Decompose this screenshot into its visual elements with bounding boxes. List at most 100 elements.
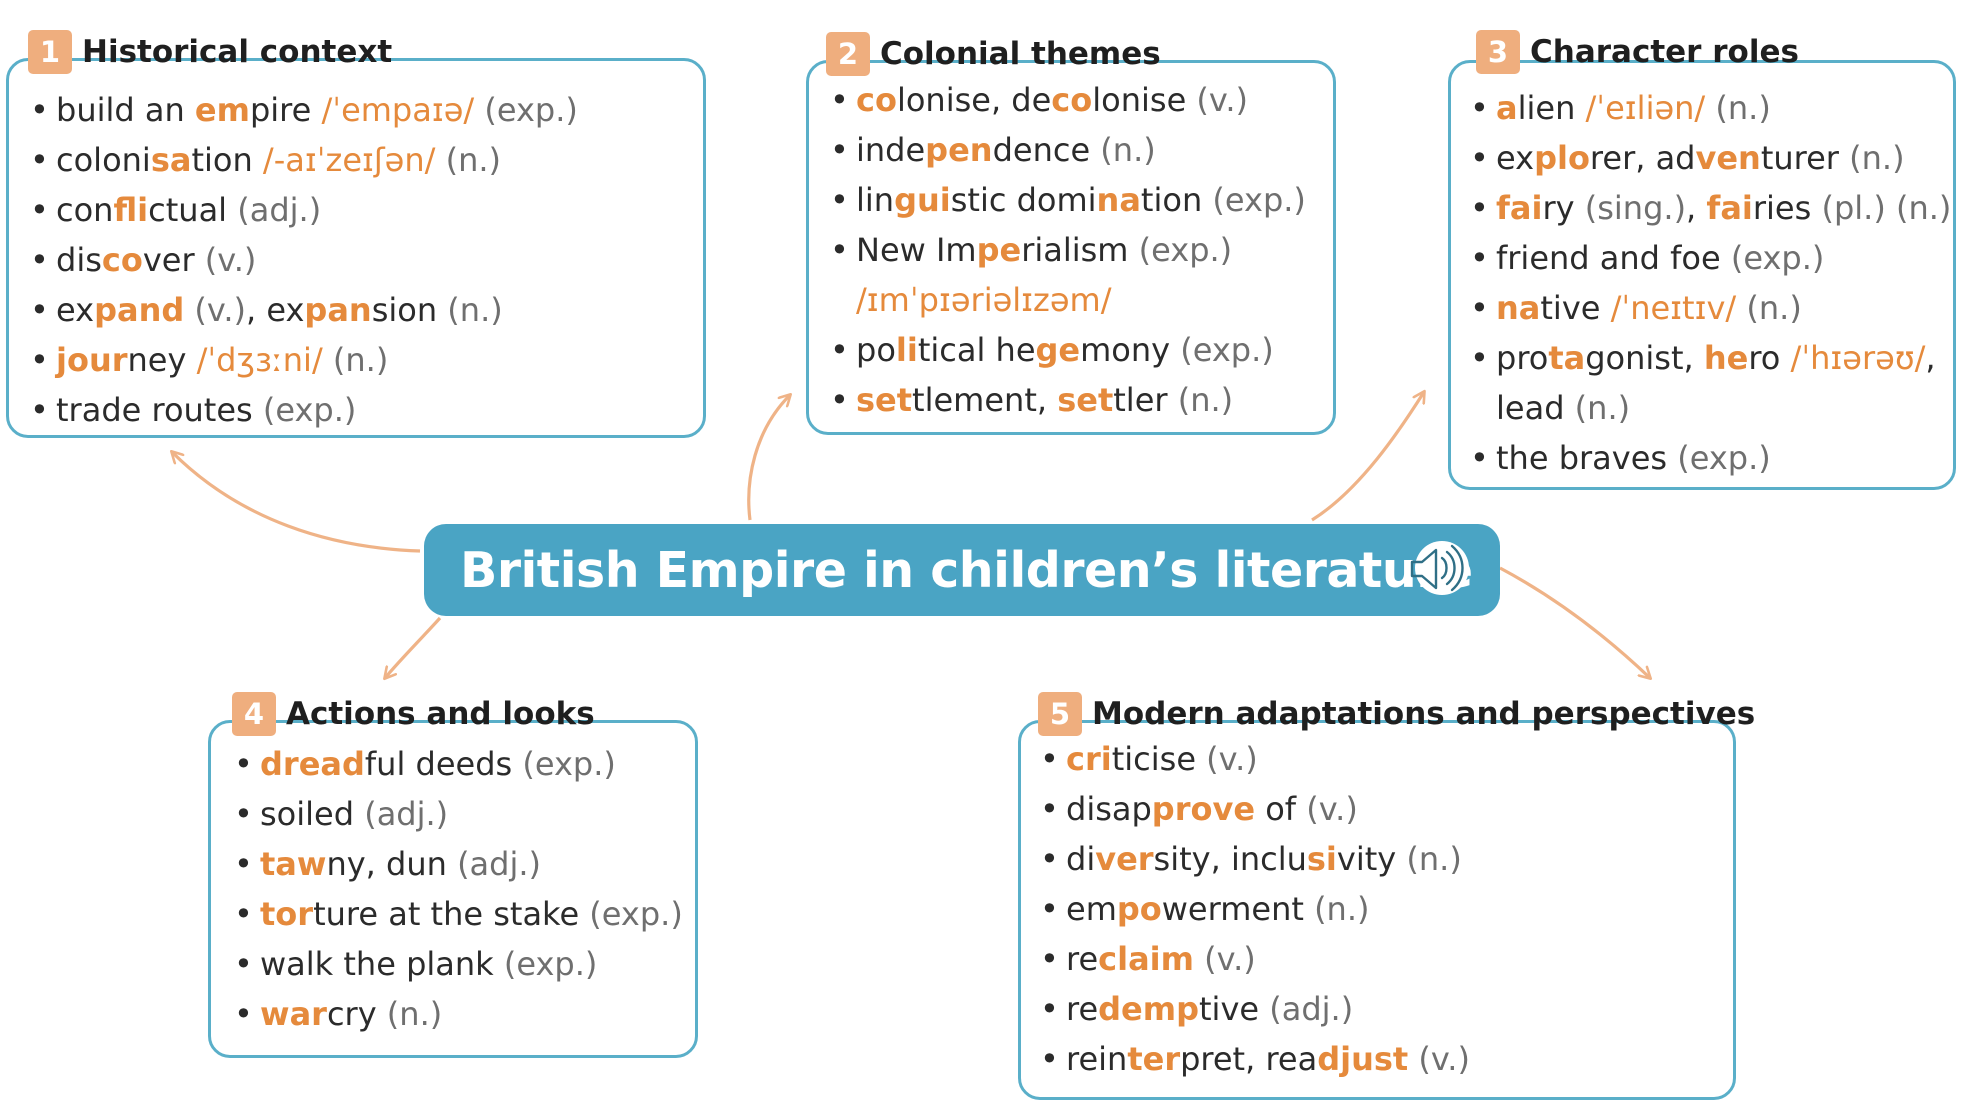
- word-text: di: [1066, 840, 1096, 878]
- word-text: disap: [1066, 790, 1152, 828]
- grammar-tag: (n.): [1849, 139, 1905, 177]
- stress-highlight: plo: [1534, 139, 1590, 177]
- stress-highlight: war: [260, 995, 327, 1033]
- stress-highlight: djust: [1317, 1040, 1409, 1078]
- vocabulary-item: criticise (v.): [1038, 734, 1470, 784]
- word-text: [1408, 1040, 1418, 1078]
- stress-highlight: ter: [1127, 1040, 1181, 1078]
- stress-highlight: set: [856, 381, 913, 419]
- word-text: cry: [326, 995, 387, 1033]
- vocabulary-item: discover (v.): [28, 235, 578, 285]
- section-title: Colonial themes: [880, 36, 1161, 72]
- word-text: tive: [1199, 990, 1270, 1028]
- stress-highlight: set: [1057, 381, 1114, 419]
- vocabulary-item: walk the plank (exp.): [232, 939, 683, 989]
- pronunciation: /ɪmˈpɪəriəlɪzəm/: [856, 281, 1112, 319]
- grammar-tag: (n.): [1406, 840, 1462, 878]
- grammar-tag: (v.): [1306, 790, 1358, 828]
- vocabulary-item: native /ˈneɪtɪv/ (n.): [1468, 283, 1951, 333]
- section-actions-and-looks: 4 Actions and looks dreadful deeds (exp.…: [208, 676, 698, 1086]
- grammar-tag: (n.): [1100, 131, 1156, 169]
- section-number-badge: 2: [826, 32, 870, 76]
- vocabulary-item: explorer, adventurer (n.): [1468, 133, 1951, 183]
- vocabulary-item: tawny, dun (adj.): [232, 839, 683, 889]
- stress-highlight: na: [1496, 289, 1541, 327]
- word-text: the braves: [1496, 439, 1678, 477]
- grammar-tag: (v.): [1204, 940, 1256, 978]
- word-text: stic domi: [950, 181, 1097, 219]
- word-text: ex: [1496, 139, 1535, 177]
- vocabulary-item: warcry (n.): [232, 989, 683, 1039]
- grammar-tag: (sing.): [1584, 189, 1687, 227]
- stress-highlight: a: [1496, 89, 1518, 127]
- pronunciation: /ˈdʒɜːni/: [196, 341, 323, 379]
- grammar-tag: (n.): [1177, 381, 1234, 419]
- grammar-tag: (v.): [204, 241, 257, 279]
- word-text: , ex: [246, 291, 305, 329]
- pronunciation: /ˈempaɪə/: [321, 91, 475, 129]
- grammar-tag: (exp.): [1212, 181, 1306, 219]
- word-text: lin: [856, 181, 895, 219]
- grammar-tag: (pl.) (n.): [1821, 189, 1952, 227]
- vocabulary-item: New Imperialism (exp.)/ɪmˈpɪəriəlɪzəm/: [828, 225, 1306, 325]
- word-text: [184, 291, 194, 329]
- word-text: vity: [1336, 840, 1407, 878]
- word-text: inde: [856, 131, 926, 169]
- pronunciation: /-aɪˈzeɪʃən/: [262, 141, 436, 179]
- section-title: Character roles: [1530, 34, 1799, 70]
- stress-highlight: fli: [113, 191, 149, 229]
- stress-highlight: pen: [925, 131, 993, 169]
- word-text: dence: [992, 131, 1101, 169]
- word-text: rer, ad: [1589, 139, 1696, 177]
- grammar-tag: (adj.): [237, 191, 322, 229]
- word-text: em: [1066, 890, 1117, 928]
- grammar-tag: (exp.): [503, 945, 598, 983]
- grammar-tag: (exp.): [1730, 239, 1825, 277]
- word-text: gonist,: [1585, 339, 1704, 377]
- section-number-badge: 1: [28, 30, 72, 74]
- vocabulary-item: redemptive (adj.): [1038, 984, 1470, 1034]
- grammar-tag: (n.): [435, 141, 502, 179]
- stress-highlight: pand: [94, 291, 185, 329]
- stress-highlight: em: [194, 91, 250, 129]
- word-text: sity, inclu: [1153, 840, 1307, 878]
- vocabulary-item: conflictual (adj.): [28, 185, 578, 235]
- speaker-icon[interactable]: [1404, 534, 1478, 606]
- stress-highlight: fai: [1496, 189, 1543, 227]
- vocabulary-item: friend and foe (exp.): [1468, 233, 1951, 283]
- word-text: sion: [371, 291, 448, 329]
- word-text: of: [1255, 790, 1307, 828]
- word-text: ctual: [148, 191, 238, 229]
- stress-highlight: pe: [976, 231, 1022, 269]
- pronunciation: /ˈneɪtɪv/: [1610, 289, 1737, 327]
- stress-highlight: fai: [1706, 189, 1753, 227]
- stress-highlight: he: [1703, 339, 1749, 377]
- word-text: pret, rea: [1180, 1040, 1318, 1078]
- section-modern-adaptations: 5 Modern adaptations and perspectives cr…: [1018, 676, 1755, 1100]
- grammar-tag: (n.): [447, 291, 503, 329]
- word-text: walk the plank: [260, 945, 504, 983]
- stress-highlight: co: [101, 241, 143, 279]
- word-text: mony: [1080, 331, 1181, 369]
- word-text: ful deeds: [364, 745, 523, 783]
- grammar-tag: (adj.): [364, 795, 449, 833]
- vocabulary-item: fairy (sing.), fairies (pl.) (n.): [1468, 183, 1951, 233]
- word-text: tive: [1540, 289, 1611, 327]
- section-title: Historical context: [82, 34, 393, 70]
- vocabulary-item: the braves (exp.): [1468, 433, 1951, 483]
- word-text: tion: [191, 141, 263, 179]
- word-text: soiled: [260, 795, 365, 833]
- word-text: ver: [142, 241, 205, 279]
- stress-highlight: ta: [1548, 339, 1586, 377]
- word-text: lonise: [1092, 81, 1197, 119]
- vocabulary-item: trade routes (exp.): [28, 385, 578, 435]
- stress-highlight: ver: [1095, 840, 1154, 878]
- grammar-tag: (exp.): [589, 895, 683, 933]
- vocabulary-list: build an empire /ˈempaɪə/ (exp.)colonisa…: [28, 85, 578, 435]
- stress-highlight: claim: [1098, 940, 1194, 978]
- grammar-tag: (exp.): [474, 91, 578, 129]
- grammar-tag: (n.): [322, 341, 389, 379]
- section-historical-context: 1 Historical context build an empire /ˈe…: [6, 14, 706, 444]
- word-text: tical he: [917, 331, 1036, 369]
- grammar-tag: (v.): [1418, 1040, 1470, 1078]
